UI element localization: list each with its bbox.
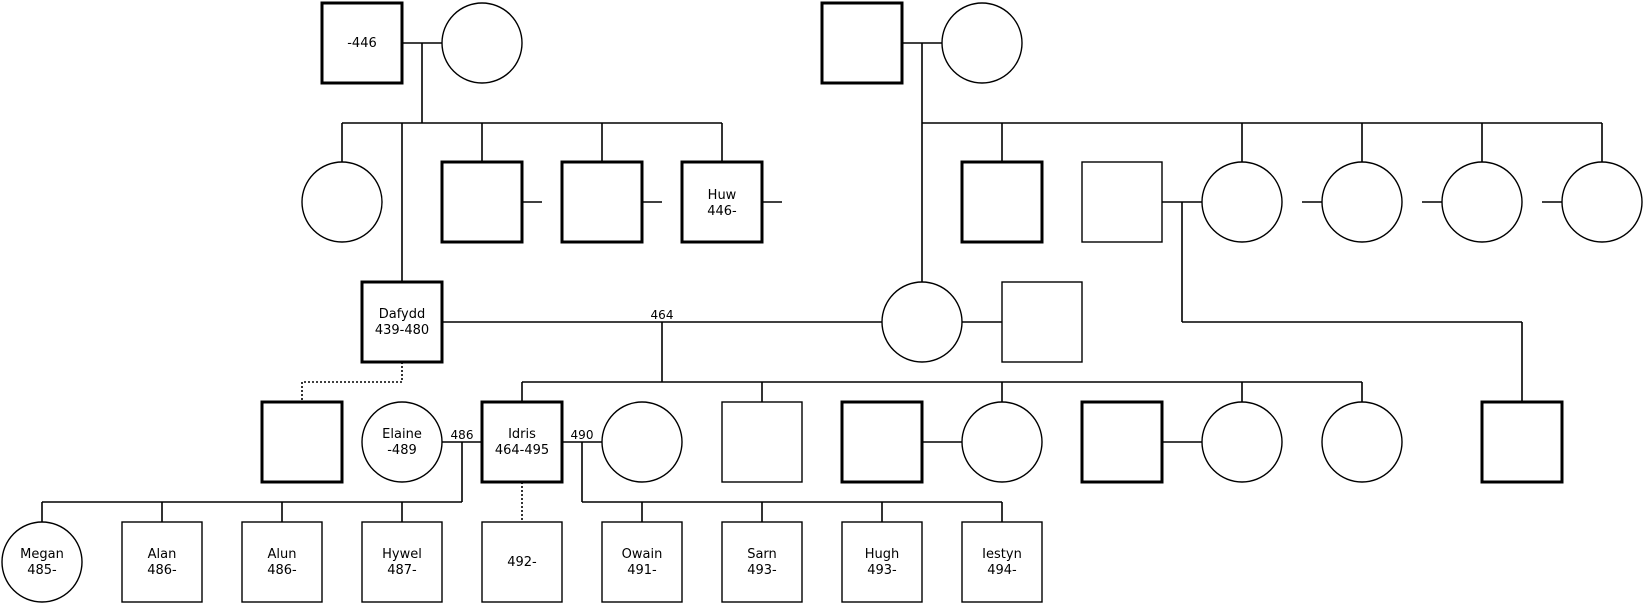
dafydd-node[interactable] [360, 280, 444, 364]
huw-dates: 446- [707, 204, 737, 219]
elaine-name: Elaine [382, 427, 422, 442]
dafydd-dates: 439-480 [375, 323, 429, 338]
marriage-label-490: 490 [571, 428, 594, 442]
mother-node[interactable] [881, 281, 963, 363]
aunt-node[interactable] [301, 161, 383, 243]
uncle-node[interactable] [560, 160, 644, 244]
owain-name: Owain [622, 547, 663, 562]
huw-node[interactable] [680, 160, 764, 244]
sarn-dates: 493- [747, 563, 777, 578]
elaine-dates: -489 [387, 443, 417, 458]
megan-name: Megan [20, 547, 64, 562]
sibling-node[interactable] [721, 401, 803, 483]
spouse-node[interactable] [1081, 161, 1163, 243]
owain-dates: 491- [627, 563, 657, 578]
child-492-node[interactable] [481, 521, 563, 603]
child-492-dates: 492- [507, 555, 537, 570]
huw-name: Huw [708, 188, 737, 203]
alan-node[interactable] [121, 521, 203, 603]
aunt-right-node[interactable] [1441, 161, 1523, 243]
cousin-node[interactable] [1480, 400, 1564, 484]
aunt-right-node[interactable] [1561, 161, 1643, 243]
alun-node[interactable] [241, 521, 323, 603]
iestyn-name: Iestyn [982, 547, 1022, 562]
idris-node[interactable] [480, 400, 564, 484]
sibling-node[interactable] [961, 401, 1043, 483]
alun-name: Alun [268, 547, 297, 562]
uncle-node[interactable] [440, 160, 524, 244]
hywel-name: Hywel [382, 547, 422, 562]
alun-dates: 486- [267, 563, 297, 578]
megan-node[interactable] [1, 521, 83, 603]
hugh-node[interactable] [841, 521, 923, 603]
relationship-lines [41, 42, 1603, 522]
alan-name: Alan [148, 547, 177, 562]
sibling-node[interactable] [1201, 401, 1283, 483]
hugh-dates: 493- [867, 563, 897, 578]
sibling-node[interactable] [1321, 401, 1403, 483]
aunt-right-node[interactable] [1201, 161, 1283, 243]
marriage-label-464: 464 [651, 308, 674, 322]
iestyn-node[interactable] [961, 521, 1043, 603]
mother-spouse-node[interactable] [1001, 281, 1083, 363]
hywel-node[interactable] [361, 521, 443, 603]
sibling-spouse-node[interactable] [1080, 400, 1164, 484]
grandmother-right-node[interactable] [941, 2, 1023, 84]
hugh-name: Hugh [865, 547, 900, 562]
alan-dates: 486- [147, 563, 177, 578]
dafydd-name: Dafydd [379, 307, 426, 322]
sarn-node[interactable] [721, 521, 803, 603]
idris-dates: 464-495 [495, 443, 549, 458]
sibling-node[interactable] [840, 400, 924, 484]
idris-name: Idris [508, 427, 536, 442]
aunt-right-node[interactable] [1321, 161, 1403, 243]
half-sibling-node[interactable] [260, 400, 344, 484]
grandfather-left-label: -446 [347, 36, 377, 51]
uncle-right-node[interactable] [960, 160, 1044, 244]
megan-dates: 485- [27, 563, 57, 578]
sarn-name: Sarn [747, 547, 777, 562]
owain-node[interactable] [601, 521, 683, 603]
marriage-label-486: 486 [451, 428, 474, 442]
grandfather-right-node[interactable] [820, 1, 904, 85]
elaine-node[interactable] [361, 401, 443, 483]
grandfather-left-node[interactable] [320, 1, 404, 85]
grandmother-left-node[interactable] [441, 2, 523, 84]
hywel-dates: 487- [387, 563, 417, 578]
iestyn-dates: 494- [987, 563, 1017, 578]
second-wife-node[interactable] [601, 401, 683, 483]
